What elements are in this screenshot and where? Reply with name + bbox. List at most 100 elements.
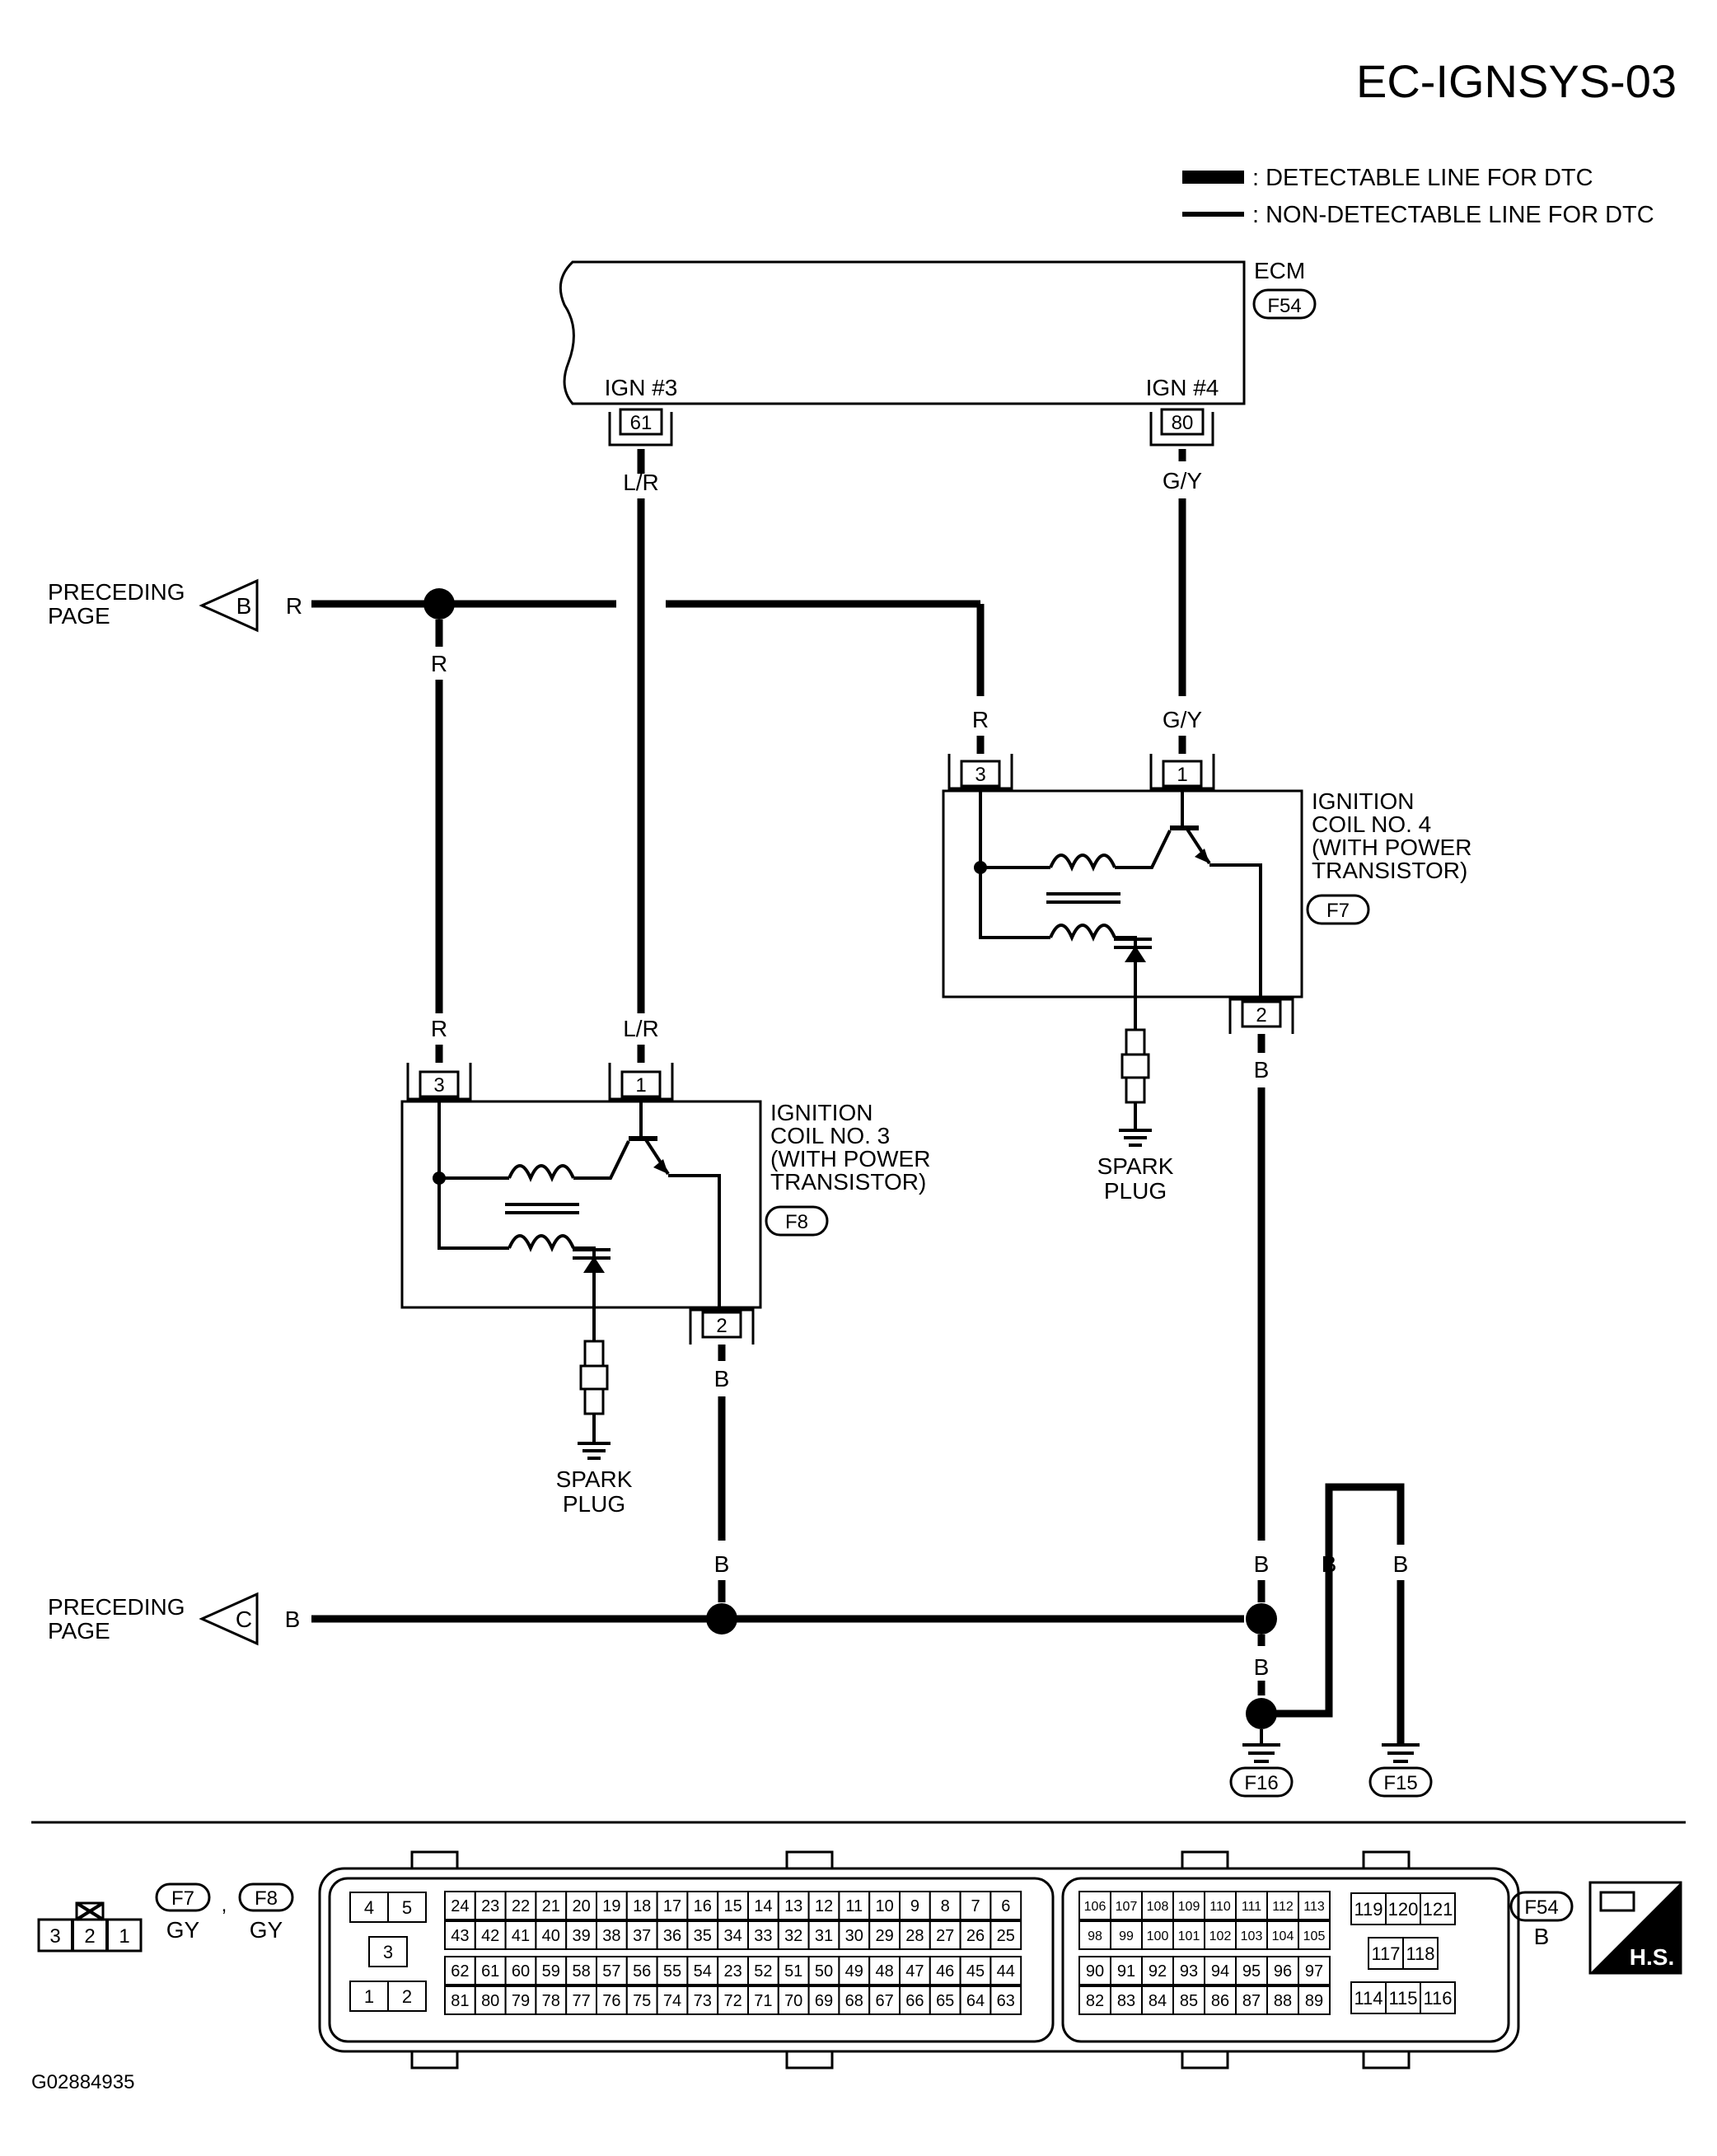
pin-cell [1385, 1981, 1421, 2014]
pin-number: 29 [875, 1927, 893, 1945]
pin-cell [868, 1985, 901, 2015]
pin-number: 33 [754, 1927, 772, 1945]
pin-cell [656, 1956, 689, 1985]
pin-cell [596, 1956, 628, 1985]
pin-number: 38 [602, 1927, 620, 1945]
ecm-pin61-bracket [608, 412, 673, 447]
pin-cell [504, 1985, 537, 2015]
ecm-outline [559, 260, 1246, 405]
pin-number: 95 [1242, 1962, 1261, 1981]
pin-number: 77 [572, 1992, 590, 2010]
wire-b-label-coil3-bottom: B [714, 1551, 730, 1577]
wire-r-label-coil4: R [972, 707, 989, 732]
pin-number: 92 [1149, 1962, 1167, 1981]
coil3-pin1-box [620, 1070, 662, 1098]
pin-number: 74 [663, 1992, 681, 2010]
f8-badge [238, 1882, 294, 1912]
coil3-internal-node [433, 1172, 446, 1185]
pin-number: 106 [1084, 1900, 1106, 1914]
pin-cell [1350, 1981, 1387, 2014]
pin-number: 73 [694, 1992, 712, 2010]
pin-cell [807, 1956, 840, 1985]
pin-number: 88 [1274, 1992, 1292, 2010]
pin-number: 90 [1086, 1962, 1104, 1981]
coil4-outline [942, 789, 1303, 998]
pin-cell [838, 1920, 871, 1950]
wire-lr: L/R L/R [623, 449, 659, 1063]
pin-cell [959, 1985, 992, 2015]
pin-cell [868, 1956, 901, 1985]
pin-number: 89 [1305, 1992, 1323, 2010]
pin-cell [1110, 1920, 1143, 1950]
splice-r [423, 588, 455, 620]
pin-number: 59 [542, 1962, 560, 1981]
ecm-face-right-block [1061, 1877, 1510, 2043]
coil3-pin3-bracket [406, 1063, 472, 1101]
pin-number: 35 [694, 1927, 712, 1945]
coil4-title-2: COIL NO. 4 [1312, 811, 1431, 837]
pin-cell [1235, 1956, 1268, 1985]
coil3-title-3: (WITH POWER [770, 1146, 930, 1172]
wire-b-label-left: B [285, 1606, 301, 1632]
pin-number: 76 [602, 1992, 620, 2010]
pin-cell [899, 1956, 931, 1985]
pin-cell [1172, 1891, 1205, 1920]
splice-b-left [706, 1603, 737, 1635]
pin-cell [959, 1891, 992, 1920]
pin-number: 110 [1209, 1900, 1231, 1914]
spark-plug-coil3 [578, 1273, 611, 1460]
pin-number: 107 [1116, 1900, 1138, 1914]
pin-number: 102 [1209, 1929, 1232, 1943]
pin-number: 61 [481, 1962, 499, 1981]
pin-cell [444, 1920, 476, 1950]
pin-number: 99 [1119, 1929, 1134, 1943]
pin-cell [989, 1920, 1022, 1950]
hs-label: H.S. [1630, 1944, 1674, 1970]
pin-cell [625, 1920, 658, 1950]
coil3-pin3-number: 3 [433, 1074, 444, 1097]
pin-number: 68 [845, 1992, 863, 2010]
pin-cell [838, 1985, 871, 2015]
page-code: EC-IGNSYS-03 [1356, 55, 1677, 107]
pin-number: 100 [1147, 1929, 1169, 1943]
wire-b-label-coil4: B [1254, 1057, 1270, 1083]
coil3-pin1-number: 1 [635, 1074, 646, 1097]
ecm-pin80-number: 80 [1172, 412, 1194, 434]
ground-f16-label: F16 [1244, 1772, 1278, 1794]
pin-cell [535, 1920, 568, 1950]
pin-number: 28 [905, 1927, 924, 1945]
pin-number: 114 [1354, 1988, 1382, 2009]
pin-cell [596, 1985, 628, 2015]
coil-conn-pin-1: 1 [119, 1925, 129, 1948]
wire-lr-label-top: L/R [623, 470, 659, 495]
pin-number: 121 [1423, 1899, 1453, 1920]
spark-plug-coil4-label-1: SPARK [1097, 1153, 1174, 1179]
pin-cell [929, 1891, 961, 1920]
preceding-c-line2: PAGE [48, 1618, 110, 1644]
pin-cell [535, 1956, 568, 1985]
pin-cell [777, 1985, 810, 2015]
pin-number: 23 [481, 1897, 499, 1915]
pin-cell [474, 1956, 507, 1985]
ecm-connector-badge [1252, 288, 1317, 320]
preceding-page-b: PRECEDING PAGE B R R R R [48, 578, 989, 1063]
pin-number: 71 [754, 1992, 772, 2010]
pin-number: 120 [1388, 1899, 1419, 1920]
pin-number: 31 [815, 1927, 833, 1945]
pin-number: 98 [1088, 1929, 1102, 1943]
ecm-pin80-bracket [1149, 412, 1214, 447]
pin-number: 10 [875, 1897, 893, 1915]
pin-cell [349, 1981, 389, 2012]
pin-cell [1110, 1891, 1143, 1920]
pin-number: 3 [383, 1942, 393, 1962]
f7-f8-separator: , [222, 1894, 227, 1916]
f7-badge [155, 1882, 211, 1912]
pin-number: 22 [512, 1897, 530, 1915]
pin-number: 6 [1001, 1897, 1010, 1915]
pin-cell [504, 1891, 537, 1920]
coil4-title-3: (WITH POWER [1312, 835, 1471, 860]
pin-cell [807, 1985, 840, 2015]
pin-cell [535, 1985, 568, 2015]
pin-number: 21 [542, 1897, 560, 1915]
coil4-pin2-box [1241, 1000, 1282, 1028]
